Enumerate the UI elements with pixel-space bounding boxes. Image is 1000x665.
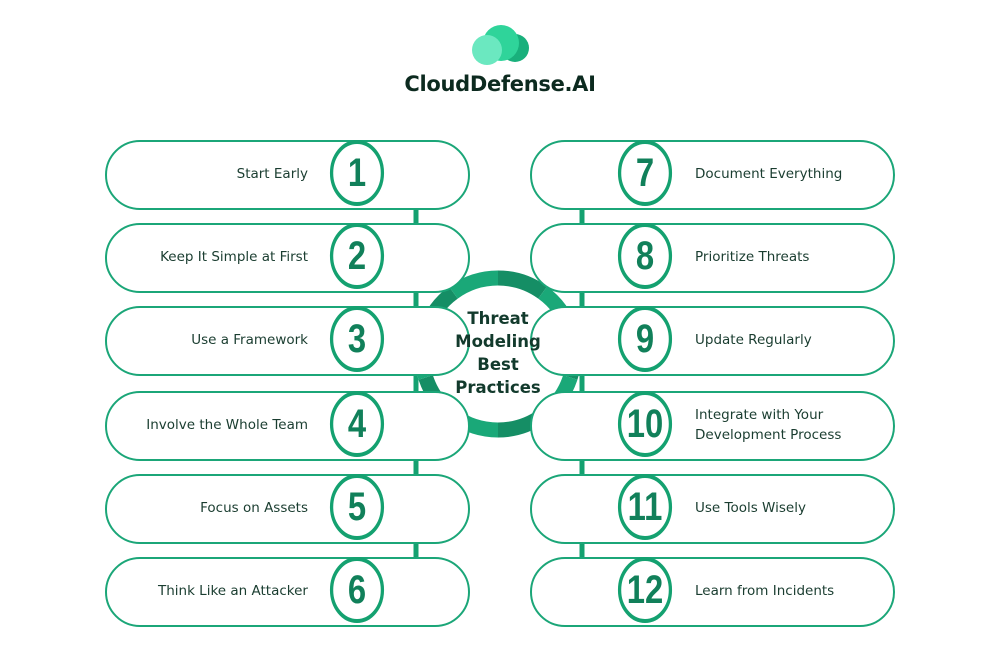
practice-item-8: 8 Prioritize Threats	[530, 223, 895, 293]
practice-label: Start Early	[236, 166, 308, 183]
practice-item-7: 7 Document Everything	[530, 140, 895, 210]
practice-label: Focus on Assets	[200, 500, 308, 517]
practice-item-12: 12 Learn from Incidents	[530, 557, 895, 627]
practice-number: 7	[617, 140, 673, 206]
practice-label: Update Regularly	[695, 332, 812, 349]
practice-label: Learn from Incidents	[695, 583, 835, 600]
practice-number: 1	[329, 140, 385, 206]
brand-name: CloudDefense.AI	[404, 72, 596, 96]
practice-label: Integrate with Your Development Process	[695, 407, 842, 443]
practice-item-6: Think Like an Attacker 6	[105, 557, 470, 627]
practice-item-5: Focus on Assets 5	[105, 474, 470, 544]
practice-item-3: Use a Framework 3	[105, 306, 470, 376]
practice-number: 5	[329, 474, 385, 540]
practice-number: 10	[617, 391, 673, 457]
ring-segment	[497, 270, 548, 299]
ring-segment	[448, 270, 499, 299]
practice-number: 11	[617, 474, 673, 540]
practice-item-4: Involve the Whole Team 4	[105, 391, 470, 461]
practice-item-1: Start Early 1	[105, 140, 470, 210]
practice-number: 8	[617, 223, 673, 289]
practice-number: 2	[329, 223, 385, 289]
cloud-logo-icon	[472, 25, 529, 65]
practice-number: 12	[617, 557, 673, 623]
practice-label: Keep It Simple at First	[160, 249, 308, 266]
practice-number: 4	[329, 391, 385, 457]
center-title: Threat Modeling Best Practices	[418, 274, 578, 434]
practice-number: 9	[617, 306, 673, 372]
practice-label: Use Tools Wisely	[695, 500, 806, 517]
practice-number: 6	[329, 557, 385, 623]
practice-label: Prioritize Threats	[695, 249, 810, 266]
practice-label: Involve the Whole Team	[146, 417, 308, 434]
practice-item-11: 11 Use Tools Wisely	[530, 474, 895, 544]
brand-header: CloudDefense.AI	[0, 0, 1000, 110]
center-title-text: Threat Modeling Best Practices	[455, 309, 541, 397]
practice-number: 3	[329, 306, 385, 372]
practice-item-9: 9 Update Regularly	[530, 306, 895, 376]
practice-label: Think Like an Attacker	[157, 583, 308, 600]
practice-item-10: 10 Integrate with Your Development Proce…	[530, 391, 895, 461]
practice-item-2: Keep It Simple at First 2	[105, 223, 470, 293]
practice-label: Document Everything	[695, 166, 843, 183]
practice-label: Use a Framework	[191, 332, 308, 349]
